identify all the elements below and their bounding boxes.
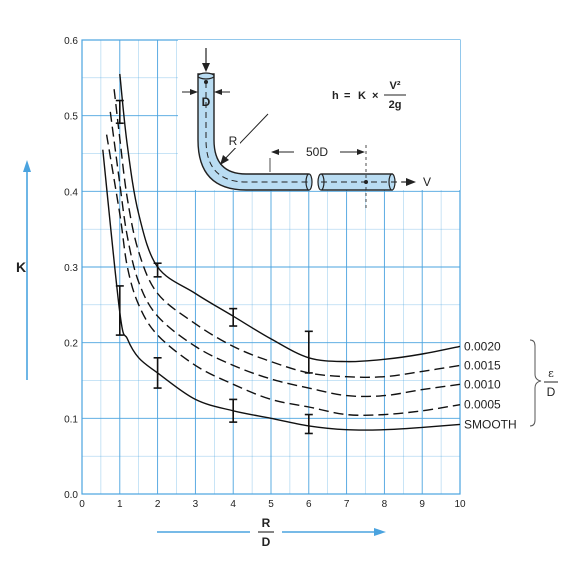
y-tick-label: 0.4 [64,187,78,198]
series-line-0.0015 [113,89,461,378]
x-tick-label: 10 [454,499,466,510]
flow-in-arrowhead [202,63,210,72]
series-label: SMOOTH [464,417,517,431]
y-axis-title: K [16,160,31,380]
x-tick-label: 3 [193,499,199,510]
x-tick-label: 4 [230,499,236,510]
formula-k: K [358,90,366,102]
tick-labels: 0 1 2 3 4 5 6 7 8 9 10 0.0 0.1 0.2 0.3 0.4 0.5 0.6 [64,36,466,510]
x-axis-label-denominator: D [262,535,271,549]
x-axis-arrowhead [374,528,386,536]
x-tick-label: 9 [419,499,425,510]
radius-label: R [229,134,238,148]
length-arrowhead-right [357,149,365,155]
y-tick-label: 0.3 [64,263,78,274]
error-bars [115,99,313,435]
series-line-0.0005 [105,134,461,416]
legend-brace [529,339,542,427]
diameter-arrowhead-left [190,89,198,95]
pipe-bend-diagram: V D R 50D h = K × V² 2g [178,40,460,208]
formula-times: × [372,90,378,102]
y-tick-label: 0.2 [64,339,78,350]
series-label: 0.0020 [464,339,501,353]
x-tick-label: 7 [344,499,350,510]
series-line-0.0010 [109,111,461,398]
y-tick-label: 0.1 [64,414,78,425]
length-arrowhead-left [271,149,279,155]
y-tick-label: 0.5 [64,112,78,123]
x-tick-label: 8 [382,499,388,510]
formula-lhs: h [332,90,339,102]
radius-arrowhead [220,155,229,165]
x-tick-label: 5 [268,499,274,510]
y-tick-label: 0.6 [64,36,78,47]
x-tick-label: 1 [117,499,123,510]
y-axis-label: K [16,259,26,275]
diameter-arrowhead-right [214,89,222,95]
radius-line [221,113,269,163]
diameter-label: D [202,95,211,109]
x-tick-label: 0 [79,499,85,510]
x-tick-label: 2 [155,499,161,510]
series-line-0.0020 [119,73,461,363]
x-axis-label-numerator: R [262,516,271,530]
flow-out-arrowhead [406,178,416,186]
y-tick-label: 0.0 [64,490,78,501]
series-lines [102,73,461,431]
series-label: 0.0005 [464,398,501,412]
formula-denominator: 2g [389,99,402,111]
length-label: 50D [306,145,328,159]
diagram-background [178,40,460,190]
pipe-centerline [205,82,308,183]
formula-equals: = [344,90,350,102]
x-tick-label: 6 [306,499,312,510]
x-axis-title: R D [157,516,386,549]
legend-group-numerator: ε [548,367,554,380]
pipe-inlet [197,72,215,80]
legend-group-denominator: D [547,385,556,399]
series-label: 0.0010 [464,377,501,391]
series-label: 0.0015 [464,358,501,372]
relative-roughness-legend: ε D [529,339,558,427]
formula-numerator: V² [390,80,401,92]
radius-label-bg [226,134,240,148]
pressure-point-inlet [204,80,208,84]
velocity-label: V [423,175,431,189]
series-line-smooth [102,149,461,431]
y-axis-arrowhead [23,160,31,172]
